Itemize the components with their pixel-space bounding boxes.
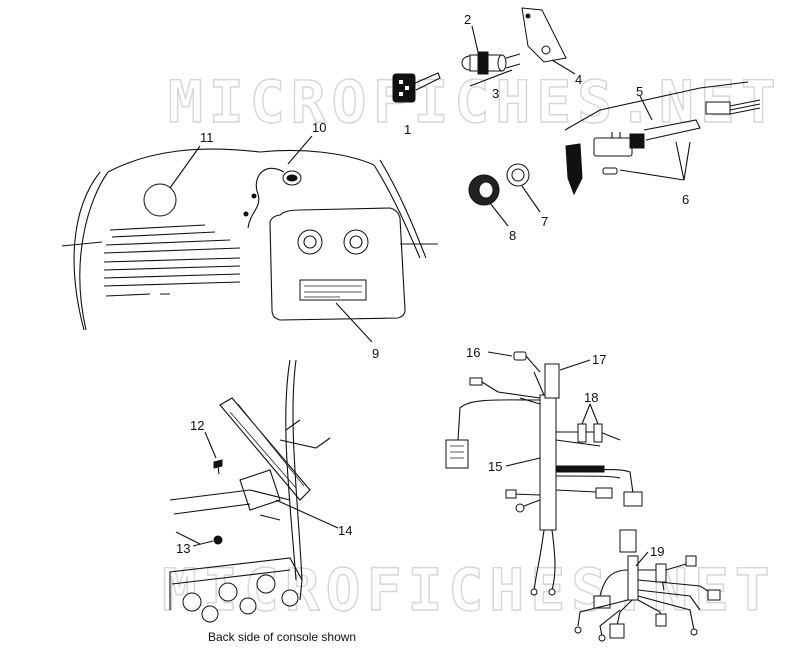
callout-18: 18	[584, 390, 598, 405]
callout-7: 7	[541, 214, 548, 229]
callout-11: 11	[200, 130, 214, 145]
callout-10: 10	[312, 120, 326, 135]
watermark-top: MICROFICHES.NET	[168, 68, 782, 136]
nut-small-part	[213, 535, 223, 545]
callout-14: 14	[338, 523, 352, 538]
nut-part	[468, 174, 500, 206]
switch-bracket-part	[521, 7, 567, 63]
toggle-switch-part	[565, 99, 761, 196]
hood-panel	[61, 148, 438, 331]
callout-15: 15	[488, 459, 502, 474]
ignition-switch-part	[461, 51, 521, 75]
gauge-lens-part	[143, 183, 177, 217]
secondary-wire-harness-part	[574, 529, 721, 642]
washer-part	[506, 163, 530, 187]
callout-3: 3	[492, 86, 499, 101]
callout-1: 1	[404, 122, 411, 137]
console-back-view	[169, 359, 331, 623]
watermark-bottom: MICROFICHES.NET	[162, 556, 776, 624]
fuel-cap-part	[243, 167, 302, 229]
callout-4: 4	[575, 72, 582, 87]
callout-5: 5	[636, 84, 643, 99]
callout-9: 9	[372, 346, 379, 361]
callout-8: 8	[509, 228, 516, 243]
callout-6: 6	[682, 192, 689, 207]
view-caption: Back side of console shown	[208, 630, 356, 644]
callout-19: 19	[650, 544, 664, 559]
callout-17: 17	[592, 352, 606, 367]
callout-13: 13	[176, 541, 190, 556]
key-part	[392, 72, 441, 103]
callout-16: 16	[466, 345, 480, 360]
screw-part	[213, 459, 223, 475]
callout-12: 12	[190, 418, 204, 433]
callout-2: 2	[464, 12, 471, 27]
